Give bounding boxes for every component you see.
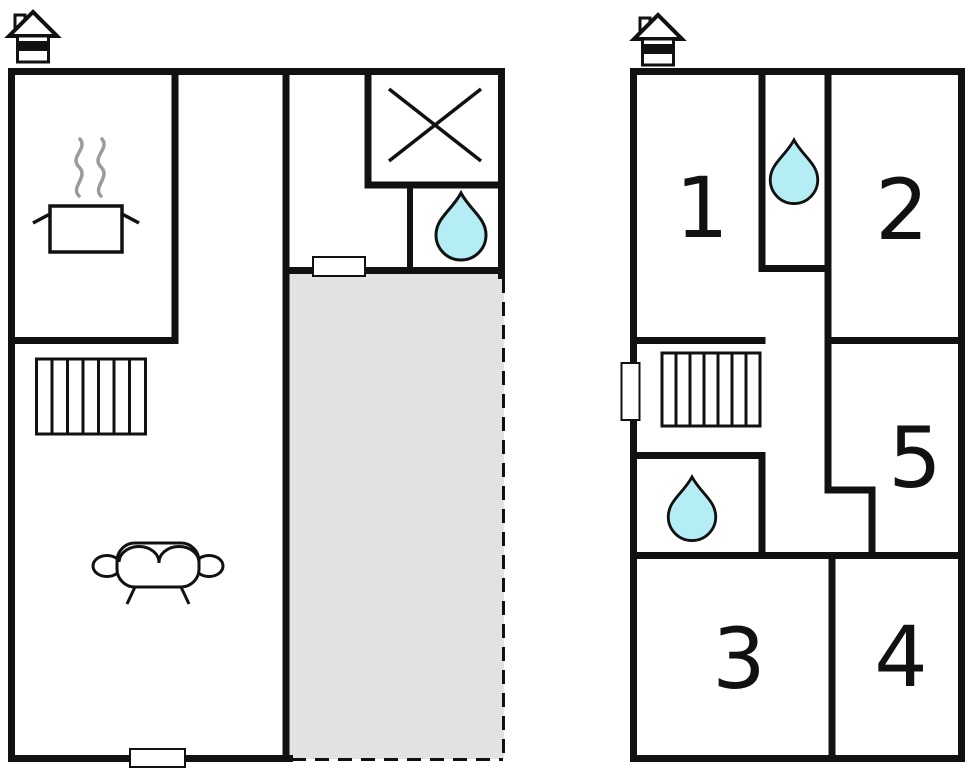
sofa-body: [115, 541, 201, 589]
steam-icon: [74, 137, 106, 198]
crossed-box-window-icon: [387, 87, 483, 163]
staircase-icon-upper: [660, 351, 762, 428]
water-drop-icon: [434, 189, 488, 262]
sofa-cushions: [117, 545, 201, 564]
house-entrance-icon-upper: [629, 12, 687, 67]
stove-pot-icon: [32, 137, 140, 254]
terrace-dashed-outline: [292, 279, 505, 761]
door-opening-bottom: [129, 748, 186, 768]
stair-treads: [50, 359, 131, 434]
room-label-1: 1: [675, 159, 728, 257]
door-opening-left-wall: [620, 362, 641, 421]
upper-floor-walls: [630, 68, 965, 762]
house-entrance-icon-ground: [4, 9, 62, 64]
stair-treads: [674, 353, 748, 426]
room-label-4: 4: [874, 608, 927, 706]
water-drop-icon-top: [768, 136, 820, 205]
house-band: [642, 44, 674, 54]
sofa-legs: [125, 586, 191, 605]
ground-floor-plan: [4, 9, 505, 768]
house-band: [17, 41, 49, 51]
water-drop-icon-middle: [666, 473, 718, 542]
room-label-3: 3: [712, 610, 765, 708]
room-label-5: 5: [888, 409, 941, 507]
door-opening-hall: [312, 256, 366, 277]
sofa-icon: [91, 541, 225, 605]
upper-floor-plan: 1 2 3 4 5: [620, 12, 965, 762]
pot-handle-left: [32, 212, 51, 225]
pot-body: [48, 204, 124, 254]
pot-handle-right: [121, 212, 140, 225]
terrace-area: [289, 274, 504, 759]
room-label-2: 2: [875, 161, 928, 259]
staircase-icon-ground: [35, 357, 147, 436]
